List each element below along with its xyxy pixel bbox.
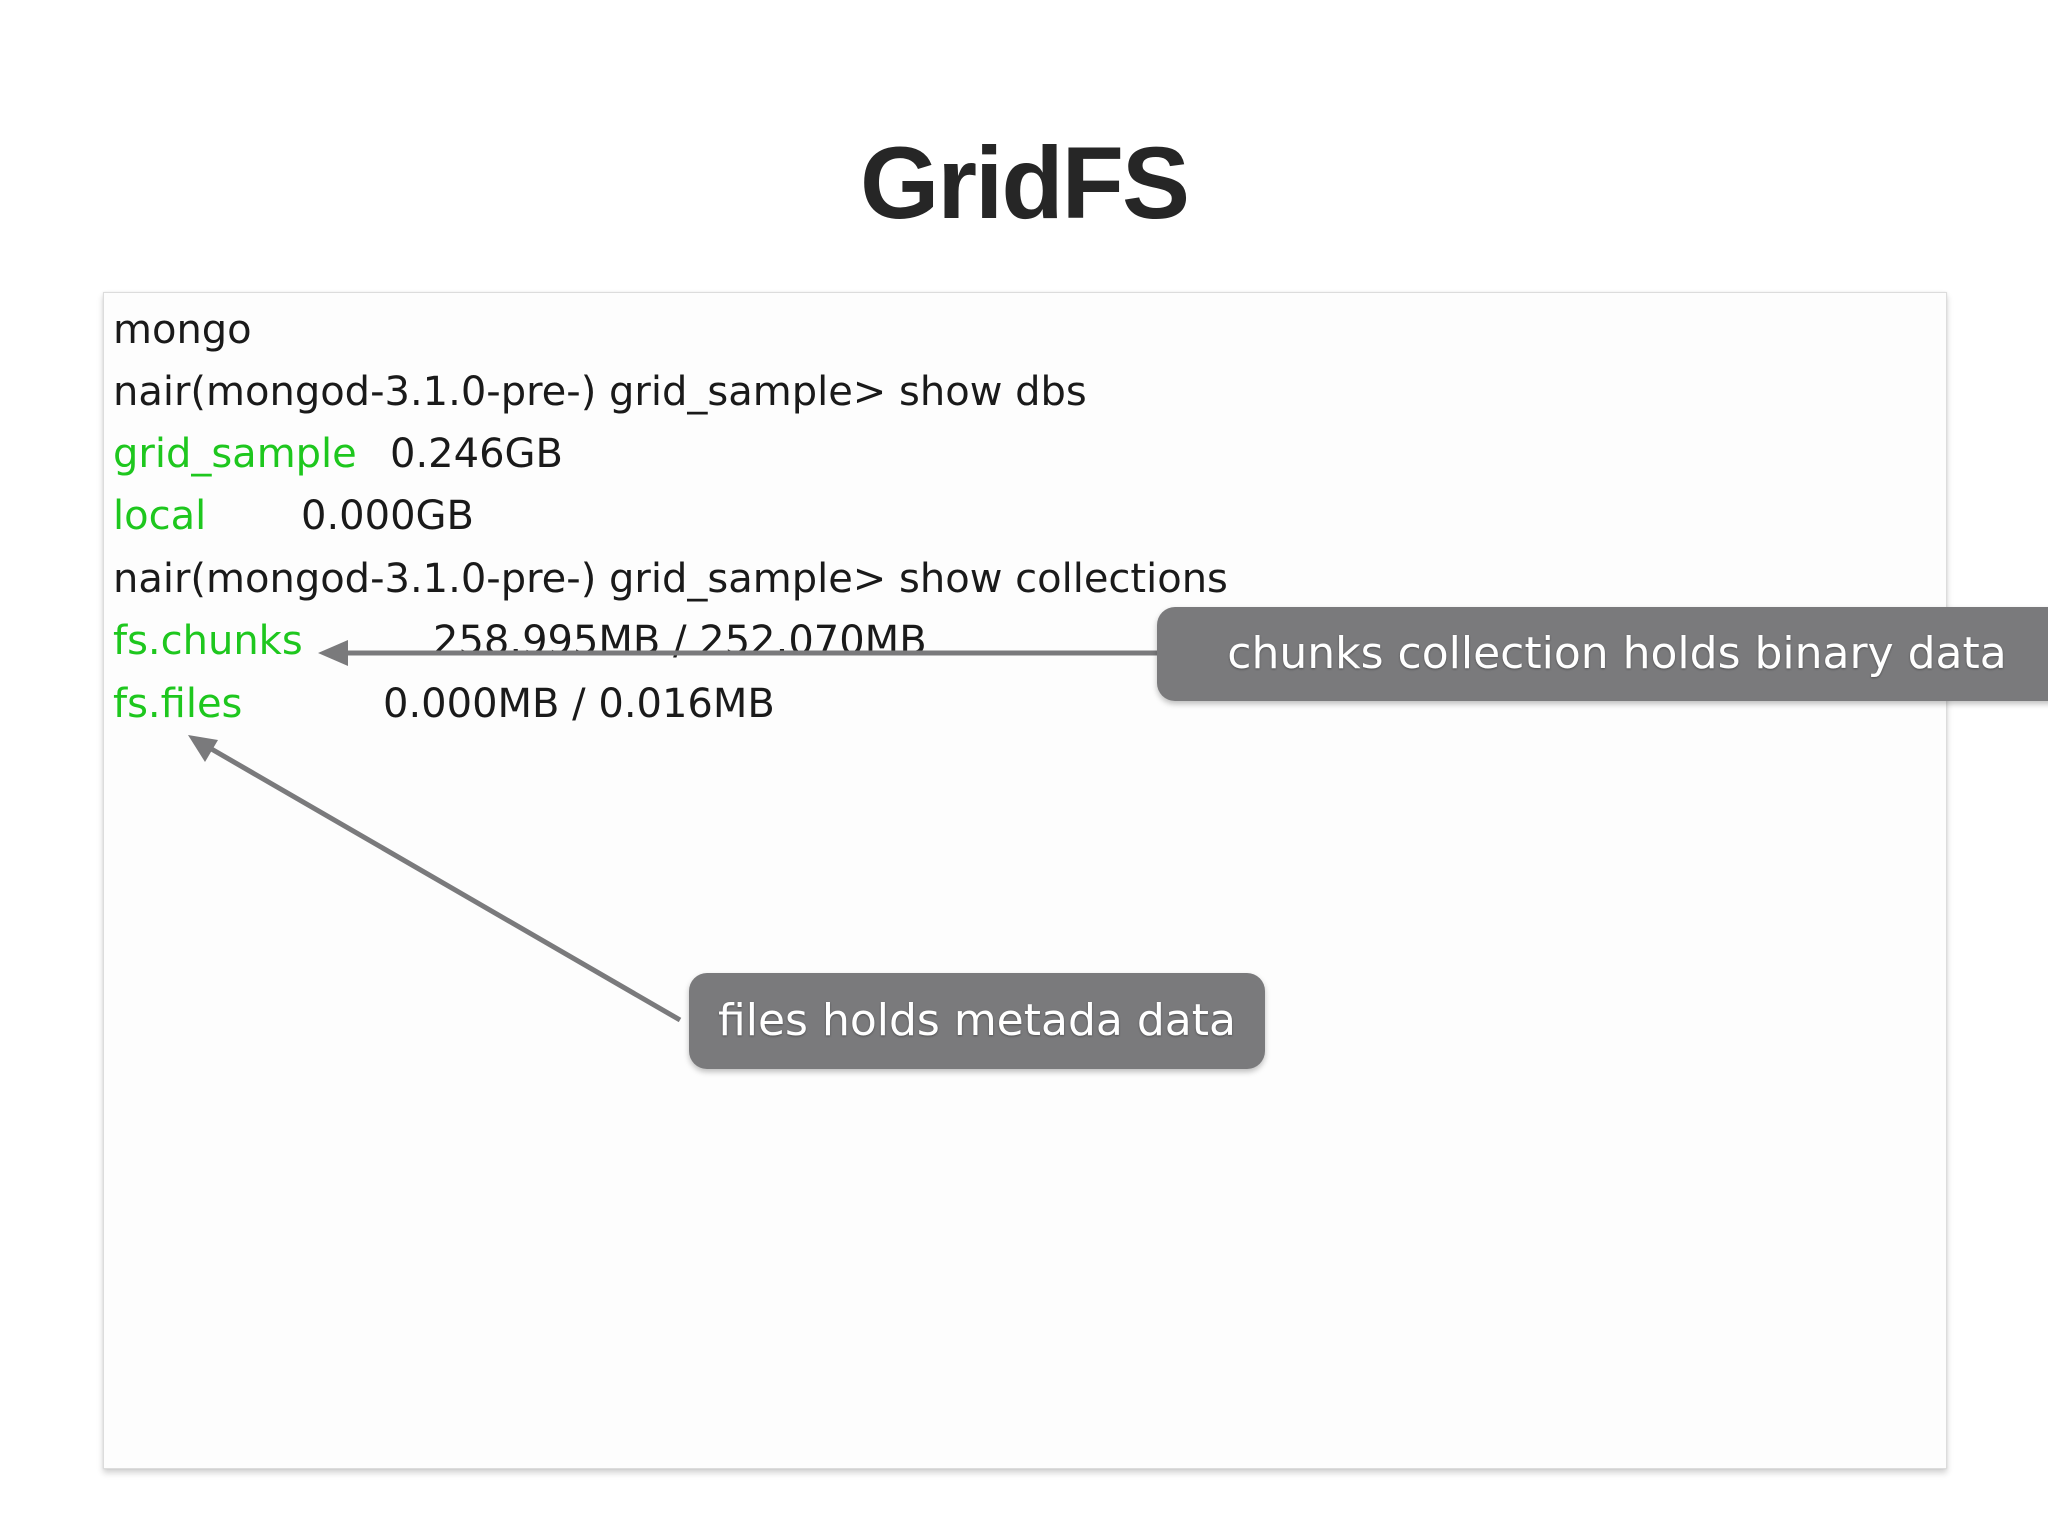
terminal-line-command: mongo — [113, 307, 252, 353]
slide-title: GridFS — [859, 126, 1190, 240]
collection-name-fs-files: fs.files — [113, 681, 243, 727]
terminal-output-panel — [103, 292, 1947, 1469]
terminal-line-show-dbs: nair(mongod-3.1.0-pre-) grid_sample> sho… — [113, 369, 1087, 415]
collection-size-fs-files: 0.000MB / 0.016MB — [383, 681, 775, 727]
callout-files: files holds metada data — [689, 973, 1265, 1069]
terminal-line-show-collections: nair(mongod-3.1.0-pre-) grid_sample> sho… — [113, 556, 1228, 602]
collection-name-fs-chunks: fs.chunks — [113, 618, 303, 664]
db-size-local: 0.000GB — [301, 493, 474, 539]
db-size-grid-sample: 0.246GB — [390, 431, 563, 477]
db-name-local: local — [113, 493, 207, 539]
collection-size-fs-chunks: 258.995MB / 252.070MB — [433, 618, 927, 664]
callout-chunks: chunks collection holds binary data — [1157, 607, 2048, 701]
db-name-grid-sample: grid_sample — [113, 431, 357, 477]
